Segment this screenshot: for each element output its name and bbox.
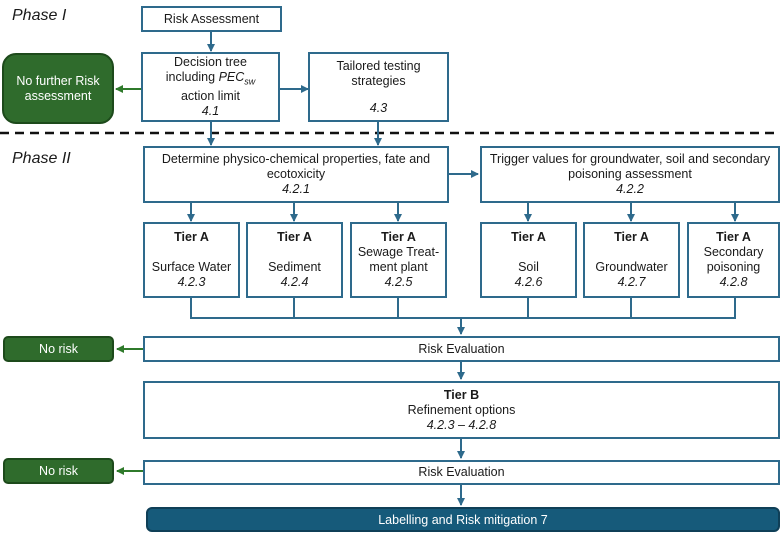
tier-a-ref: 4.2.3: [177, 275, 206, 289]
risk-evaluation-2-label: Risk Evaluation: [418, 465, 505, 479]
phase-1-label: Phase I: [12, 7, 67, 24]
tier-a-label: Sewage Treat-: [357, 245, 440, 259]
no-risk-1-label: No risk: [39, 341, 78, 356]
trigger-line2: poisoning assessment: [568, 167, 692, 181]
risk-evaluation-1-label: Risk Evaluation: [418, 341, 505, 356]
risk-assessment-label: Risk Assessment: [163, 11, 260, 26]
tier-a-label: Groundwater: [595, 260, 668, 274]
tailored-testing-box: Tailored testing strategies 4.3: [308, 52, 449, 122]
tier-a-label: Surface Water: [151, 260, 232, 274]
tier-a-ref: 4.2.7: [617, 275, 646, 289]
no-risk-2-label: No risk: [39, 463, 78, 478]
tier-a-label-2: ment plant: [369, 260, 428, 274]
tier-b-ref: 4.2.3 – 4.2.8: [426, 417, 497, 432]
tier-a-label: Sediment: [268, 260, 321, 274]
trigger-ref: 4.2.2: [616, 182, 644, 196]
no-further-risk-assessment-box: No further Risk assessment: [2, 53, 114, 124]
tier-a-box: Tier A Soil 4.2.6: [480, 222, 577, 298]
tier-a-label: Secondary: [703, 245, 764, 259]
tier-a-label-2: poisoning: [706, 260, 761, 274]
trigger-values-box: Trigger values for groundwater, soil and…: [480, 146, 780, 203]
labelling-mitigation-label: Labelling and Risk mitigation 7: [378, 512, 548, 527]
tier-a-title: Tier A: [511, 230, 546, 244]
tailored-ref: 4.3: [369, 100, 388, 115]
tier-a-box: Tier A Sewage Treat- ment plant 4.2.5: [350, 222, 447, 298]
labelling-mitigation-box: Labelling and Risk mitigation 7: [146, 507, 780, 532]
decision-tree-line2: including PECsw: [165, 69, 256, 87]
phase-2-label: Phase II: [12, 150, 71, 167]
tier-a-ref: 4.2.4: [280, 275, 309, 289]
decision-tree-box: Decision tree including PECsw action lim…: [141, 52, 280, 122]
decision-tree-ref: 4.1: [201, 104, 220, 119]
risk-assessment-box: Risk Assessment: [141, 6, 282, 32]
physchem-line1: Determine physico-chemical properties, f…: [161, 152, 431, 166]
tier-a-box: Tier A Groundwater 4.2.7: [583, 222, 680, 298]
tier-a-label: Soil: [518, 260, 539, 274]
tier-a-box: Tier A Secondary poisoning 4.2.8: [687, 222, 780, 298]
tailored-line1: Tailored testing: [336, 58, 421, 73]
tier-a-title: Tier A: [277, 230, 312, 244]
trigger-line1: Trigger values for groundwater, soil and…: [489, 152, 771, 166]
no-risk-1-box: No risk: [3, 336, 114, 362]
tier-a-title: Tier A: [174, 230, 209, 244]
no-risk-2-box: No risk: [3, 458, 114, 484]
tier-a-ref: 4.2.6: [514, 275, 543, 289]
risk-evaluation-1-box: Risk Evaluation: [143, 336, 780, 362]
physchem-ref: 4.2.1: [282, 182, 310, 196]
no-further-line1: No further Risk: [16, 73, 100, 88]
tier-a-box: Tier A Surface Water 4.2.3: [143, 222, 240, 298]
tier-a-ref: 4.2.5: [384, 275, 413, 289]
tier-a-title: Tier A: [614, 230, 649, 244]
tier-a-ref: 4.2.8: [719, 275, 748, 289]
decision-tree-line3: action limit: [180, 89, 241, 104]
tier-a-title: Tier A: [381, 230, 416, 244]
tier-b-label: Refinement options: [407, 402, 516, 417]
tier-a-box: Tier A Sediment 4.2.4: [246, 222, 343, 298]
decision-tree-line1: Decision tree: [174, 54, 247, 69]
tier-b-box: Tier B Refinement options 4.2.3 – 4.2.8: [143, 381, 780, 439]
tailored-line2: strategies: [351, 73, 406, 88]
risk-evaluation-2-box: Risk Evaluation: [143, 460, 780, 485]
physchem-box: Determine physico-chemical properties, f…: [143, 146, 449, 203]
tier-a-title: Tier A: [716, 230, 751, 244]
no-further-line2: assessment: [24, 88, 92, 103]
physchem-line2: ecotoxicity: [266, 167, 326, 181]
tier-b-title: Tier B: [443, 387, 480, 402]
